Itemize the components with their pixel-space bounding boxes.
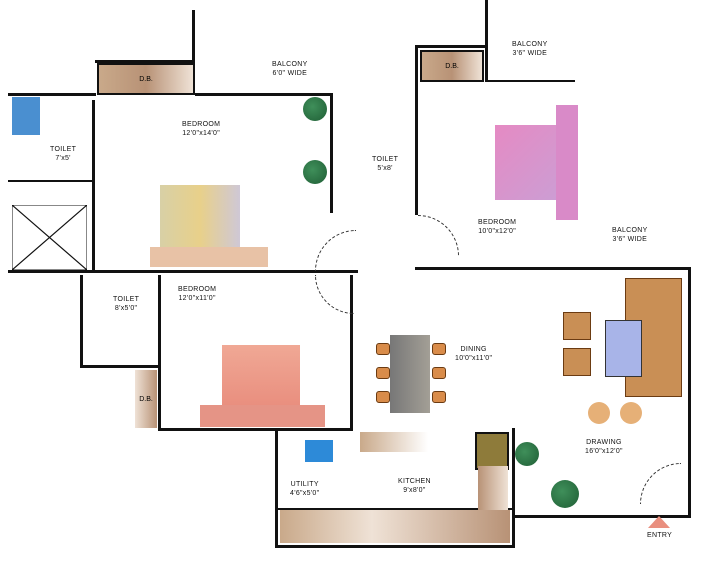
bedside-strip (556, 105, 578, 220)
wall (485, 0, 488, 82)
wardrobe-lower: D.B. (135, 370, 157, 428)
wall (415, 267, 690, 270)
wall (195, 93, 330, 96)
wall (275, 545, 515, 548)
dining-chair (376, 343, 390, 355)
wall (8, 270, 358, 273)
wall (8, 180, 92, 182)
wardrobe-label: D.B. (445, 62, 459, 70)
wall (80, 275, 83, 365)
wall (688, 267, 691, 517)
kitchen-counter (478, 466, 508, 510)
entry-label: ENTRY (647, 532, 673, 539)
bed-lower (222, 345, 300, 405)
wall (485, 80, 575, 82)
entry-arrow-icon (648, 516, 670, 528)
wall (275, 508, 515, 510)
dining-chair (432, 367, 446, 379)
wall (515, 515, 691, 518)
wardrobe-top: D.B. (97, 63, 195, 95)
wall (275, 428, 278, 548)
wall (330, 93, 333, 213)
stair-cross-icon (12, 205, 87, 270)
wall (512, 428, 515, 548)
plant-icon (515, 442, 539, 466)
bed-top (160, 185, 240, 247)
bedside-strip (150, 247, 268, 267)
dining-chair (432, 391, 446, 403)
tv-unit (305, 440, 333, 462)
door-swing (315, 230, 356, 271)
dining-chair (376, 391, 390, 403)
wardrobe-label: D.B. (139, 395, 153, 403)
plant-icon (551, 480, 579, 508)
wall (415, 45, 487, 48)
plant-icon (303, 160, 327, 184)
dining-chair (432, 343, 446, 355)
fridge (475, 432, 509, 470)
shower-fixture (12, 97, 40, 135)
ottoman (620, 402, 642, 424)
dining-chair (376, 367, 390, 379)
wall (415, 45, 418, 215)
armchair (563, 348, 591, 376)
wall (350, 275, 353, 430)
kitchen-counter (280, 510, 510, 543)
entry-door-swing (640, 463, 681, 504)
wardrobe-label: D.B. (139, 75, 153, 83)
wall (158, 428, 353, 431)
wall (92, 100, 95, 270)
ottoman (588, 402, 610, 424)
door-swing (418, 215, 459, 256)
door-swing (315, 275, 354, 314)
coffee-table (605, 320, 642, 377)
wall (80, 365, 160, 368)
bedside-strip (200, 405, 325, 427)
wall (192, 10, 195, 62)
counter (360, 432, 428, 452)
armchair (563, 312, 591, 340)
wall (158, 275, 161, 430)
wall (8, 93, 96, 96)
wardrobe-right: D.B. (420, 50, 484, 82)
plant-icon (303, 97, 327, 121)
wall (95, 60, 195, 63)
dining-table (390, 335, 430, 413)
